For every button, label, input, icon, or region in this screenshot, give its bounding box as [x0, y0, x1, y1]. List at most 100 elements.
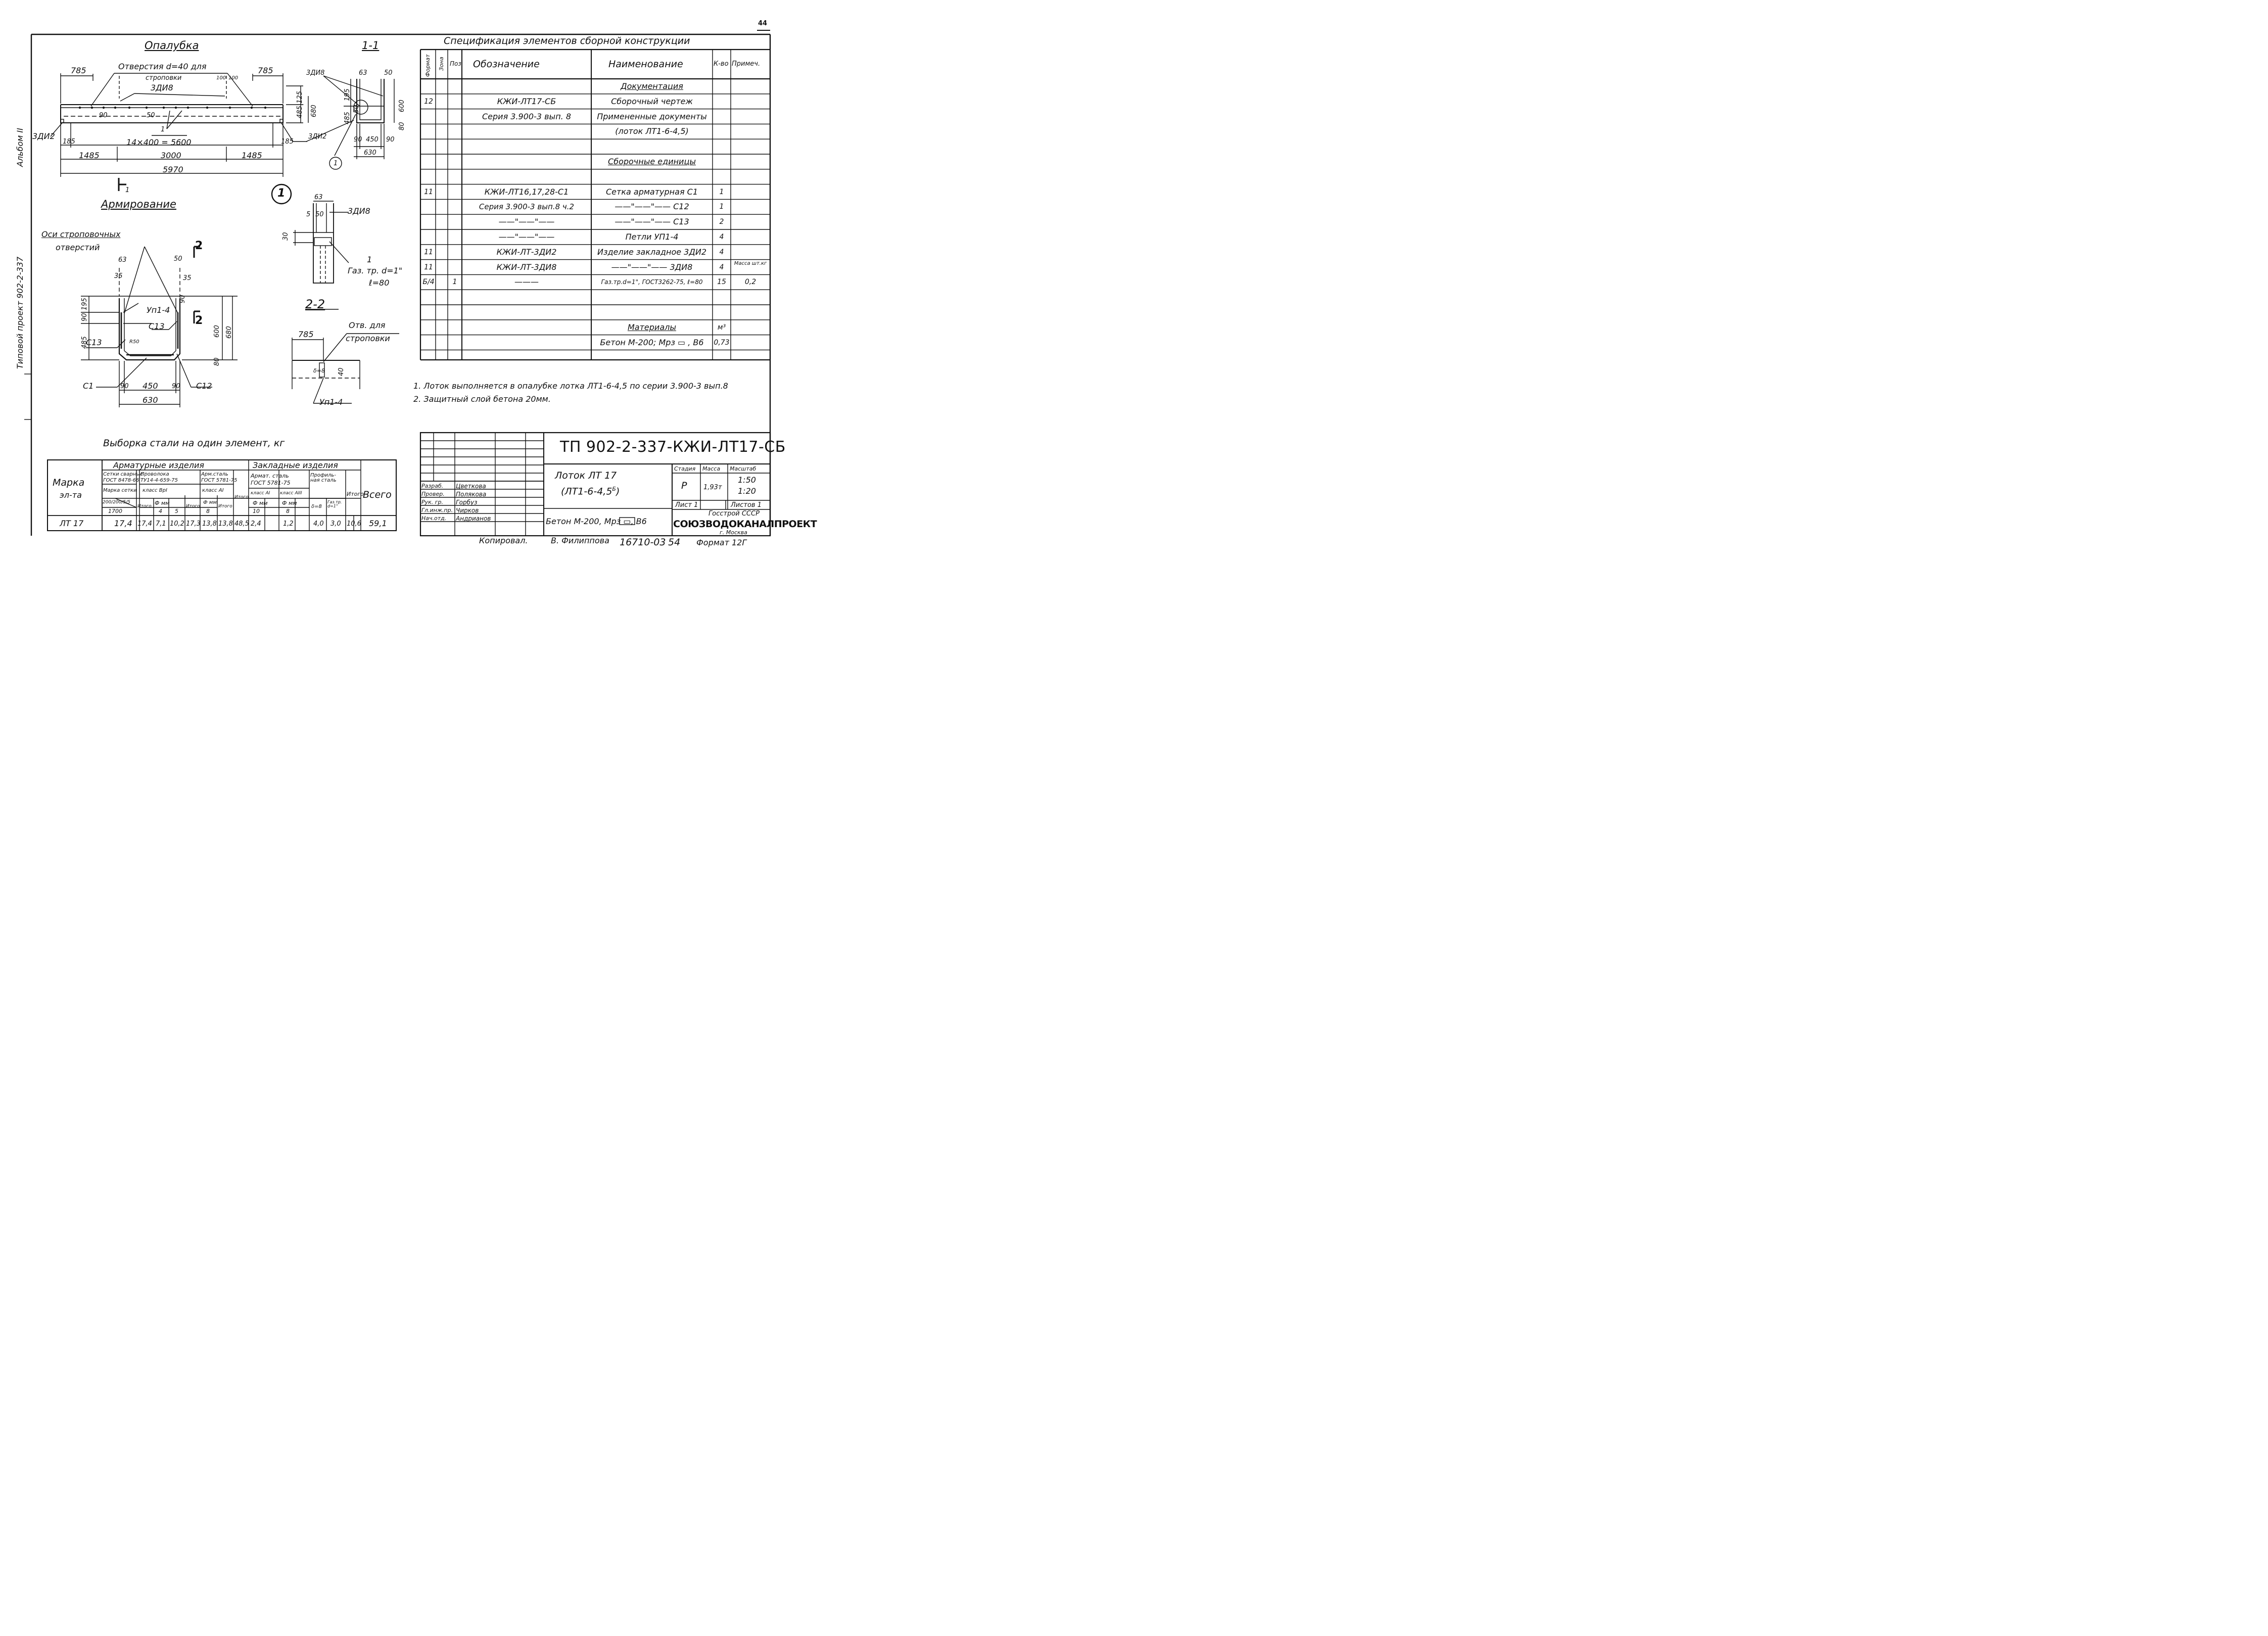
- steel-d8b: 8: [286, 508, 290, 515]
- spec-cell-name: Бетон М-200; Мрз ▭ , В6: [600, 337, 704, 347]
- spec-cell-designation: КЖИ-ЛТ17-СБ: [497, 96, 556, 106]
- spec-h-zone: Зона: [438, 57, 445, 71]
- spec-cell-name: Сетка арматурная С1: [606, 186, 698, 197]
- note-2: 2. Защитный слой бетона 20мм.: [413, 394, 551, 404]
- drawing-sheet: Альбом II Типовой проект 902-2-337 44 Оп…: [0, 0, 817, 572]
- cut-2-top: 2: [195, 240, 203, 252]
- spec-cell-designation: ———: [514, 277, 539, 287]
- steel-mark-h1: Марка: [53, 477, 85, 488]
- steel-title: Выборка стали на один элемент, кг: [103, 438, 285, 449]
- steel-row-mesh: 17,4: [114, 519, 132, 528]
- spec-cell-qty: 4: [719, 248, 724, 256]
- steel-row-it5: 10,6: [347, 520, 361, 528]
- spec-cell-name: Петли УП1-4: [625, 231, 679, 242]
- stamp-person: Андрианов: [456, 515, 491, 522]
- reinf-d90a: 90: [81, 313, 88, 321]
- spec-cell-format: 11: [424, 188, 433, 196]
- dim-100b: 100: [228, 75, 239, 81]
- steel-itogo-2: Итого: [186, 504, 200, 509]
- steel-d8: 8: [206, 508, 210, 515]
- formwork-dim-90: 90: [99, 112, 108, 119]
- sec11-d50: 50: [384, 69, 393, 77]
- stamp-mass-h: Масса: [702, 465, 721, 472]
- steel-arm-gost: ГОСТ 5781-75: [201, 478, 238, 483]
- reinf-c1: С1: [83, 381, 94, 391]
- spec-cell-name: (лоток ЛТ1-6-4,5): [615, 126, 689, 136]
- spec-cell-pos: 1: [452, 278, 457, 287]
- det-pos: 1: [367, 255, 372, 264]
- sec11-d90a: 90: [354, 136, 362, 144]
- steel-emb-items: Закладные изделия: [253, 460, 338, 470]
- spec-cell-qty: 0,73: [714, 338, 730, 347]
- det-d63: 63: [314, 194, 323, 201]
- dim-485-125: 485|125: [296, 90, 304, 118]
- steel-gas: Газ.тр. d=1": [327, 500, 342, 508]
- steel-emb-class1: класс АI: [251, 491, 270, 496]
- steel-row-w5: 10,2: [170, 520, 184, 528]
- steel-mark-h2: эл-та: [60, 490, 82, 500]
- steel-d4: 4: [159, 508, 162, 515]
- stamp-concrete: Бетон М-200, Мрз ▭, В6: [546, 517, 647, 526]
- steel-wire-tu: ТУ14-4-659-75: [140, 478, 178, 483]
- steel-phi-mm: Ф мм: [155, 500, 170, 506]
- steel-total: Всего: [363, 489, 392, 500]
- formwork-pos1: 1: [161, 126, 165, 133]
- dim-785-left: 785: [71, 66, 86, 75]
- steel-phi-mm2: Ф мм: [253, 500, 268, 506]
- formwork-zdi8: 3ДИ8: [151, 83, 173, 92]
- reinf-d195: 195: [81, 298, 88, 310]
- steel-emb-arm: Армат. сталь: [251, 473, 289, 479]
- stamp-scale-h: Масштаб: [730, 465, 757, 472]
- footer-copier: В. Филиппова: [551, 536, 609, 545]
- sec11-d63: 63: [359, 69, 367, 77]
- steel-phi-mm3: Ф мм: [282, 500, 297, 506]
- spec-cell-name: Примененные документы: [597, 111, 707, 121]
- stamp-scale-1: 1:50: [738, 475, 756, 485]
- spec-h-name: Наименование: [608, 59, 683, 70]
- spec-cell-designation: КЖИ-ЛТ-3ДИ8: [496, 262, 557, 272]
- corner-number: 44: [758, 20, 768, 27]
- reinf-c13b: С13: [86, 338, 102, 347]
- steel-emb-class2: класс АIII: [280, 491, 302, 496]
- stamp-role: Рук. гр.: [421, 499, 444, 505]
- dim-100a: 100: [216, 75, 226, 81]
- axes-note-1: Оси строповочных: [41, 229, 121, 239]
- steel-delta8: δ=8: [311, 504, 322, 509]
- steel-d10: 10: [253, 508, 260, 515]
- spec-cell-designation: ——"——"——: [498, 217, 555, 227]
- det-pipe-2: ℓ=80: [369, 278, 390, 288]
- det-zdi8: 3ДИ8: [348, 206, 370, 216]
- steel-row-w4: 7,1: [156, 520, 166, 528]
- spec-cell-name: Изделие закладное 3ДИ2: [597, 247, 706, 257]
- section-22-title: 2-2: [305, 297, 325, 311]
- reinf-c13a: С13: [149, 321, 165, 331]
- steel-row-a8: 13,8: [202, 520, 217, 528]
- reinf-d450: 450: [143, 381, 158, 391]
- project-label: Типовой проект 902-2-337: [15, 256, 25, 369]
- steel-row-e10: 2,4: [251, 520, 261, 528]
- sec11-d450: 450: [366, 136, 379, 144]
- det-d5: 5: [306, 211, 311, 218]
- sec22-hole-2: строповки: [346, 334, 390, 343]
- spec-cell-designation: КЖИ-ЛТ16,17,28-С1: [484, 186, 569, 197]
- stamp-stage-h: Стадия: [674, 465, 696, 472]
- steel-itogo-3: Итого: [218, 504, 232, 509]
- reinf-d90b: 90: [179, 295, 186, 303]
- stamp-org: СОЮЗВОДОКАНАЛПРОЕКТ: [673, 519, 817, 530]
- steel-wire-class: класс ВрI: [143, 488, 167, 493]
- dim-185-left: 185: [63, 138, 75, 146]
- sec11-d485: 485: [344, 112, 351, 124]
- spec-cell-name: ——"——"—— С13: [615, 217, 689, 227]
- spec-cell-qty: 1: [719, 203, 724, 211]
- spec-h-pos: Поз: [450, 60, 461, 67]
- steel-d5: 5: [175, 508, 178, 515]
- spec-cell-name: Сборочный чертеж: [611, 96, 693, 106]
- stamp-role: Провер.: [421, 491, 445, 497]
- spec-cell-name: ——"——"—— С12: [615, 202, 689, 212]
- drawing-code: ТП 902-2-337-КЖИ-ЛТ17-СБ: [560, 438, 786, 456]
- spec-cell-qty: 15: [717, 278, 726, 287]
- steel-wire: Проволока: [140, 472, 169, 477]
- sec11-zdi2: 3ДИ2: [308, 133, 327, 141]
- det-pipe-1: Газ. тр. d=1": [348, 266, 403, 275]
- steel-row-all: 59,1: [369, 519, 387, 528]
